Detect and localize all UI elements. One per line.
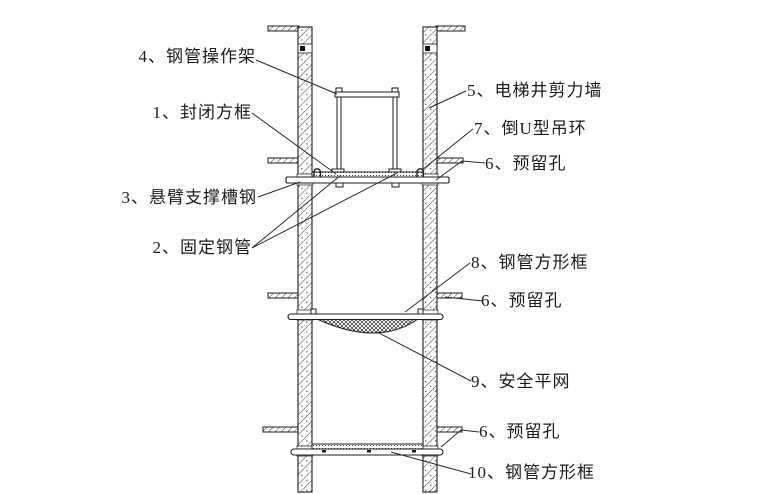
slab-mid-left [267,157,300,164]
frame-top-pipe [334,91,400,98]
leader-operation-frame [255,59,338,95]
slab-bottom-left [262,426,300,433]
label-reserved-hole-3: 6、预留孔 [479,422,561,441]
cantilever-channel-steel [285,176,450,184]
label-reserved-hole-2: 6、预留孔 [481,291,563,310]
safety-net-assembly [287,308,444,334]
lifting-rings [313,168,425,177]
left-shear-wall [297,26,313,493]
slab-mid-right [435,157,464,164]
floor-slabs [262,25,466,433]
bar-coupler [412,450,416,453]
leader-lines [251,59,486,475]
frame-cap-right [391,87,399,93]
leader-channel-steel [257,181,301,198]
leader-net-frame [404,262,471,313]
leader-reserved-hole-1 [435,160,486,181]
leader-closed-frame [251,112,337,175]
safety-flat-net [316,318,420,334]
pipe-foot [335,182,344,188]
closed-frame-deck [311,171,424,178]
slab-top-left [267,25,300,32]
net-hook-left [310,308,317,315]
leader-reserved-hole-3 [440,429,480,448]
leader-shear-wall [428,90,467,109]
leader-reserved-hole-2 [444,296,484,302]
leader-bottom-frame [390,451,472,475]
inverted-u-ring-left [313,168,322,177]
slab-top-right [435,25,466,32]
label-reserved-hole-1: 6、预留孔 [485,154,567,173]
bar-coupler [322,450,326,453]
frame-cap-left [335,87,343,93]
label-inverted-u-lifting-ring: 7、倒U型吊环 [474,119,587,138]
leader-safety-net [376,331,472,382]
leader-fixing-pipes [251,172,398,249]
label-fixing-steel-pipe: 2、固定钢管 [152,238,252,257]
label-closed-square-frame: 1、封闭方框 [152,103,252,122]
pipe-foot [391,182,400,188]
label-bottom-steel-pipe-square-frame: 10、钢管方形框 [468,463,595,482]
label-steel-pipe-square-frame: 8、钢管方形框 [471,253,589,272]
slab-bottom-right [435,426,463,433]
net-hook-right [417,308,424,315]
right-shear-wall [422,26,438,493]
slab-net-left [267,292,300,299]
leader-lifting-ring [421,128,474,171]
label-steel-pipe-operation-frame: 4、钢管操作架 [138,47,256,66]
bottom-frame-assembly [290,443,444,456]
construction-joints [297,43,438,54]
bar-coupler [367,450,371,453]
label-cantilever-support-channel: 3、悬臂支撑槽钢 [121,188,257,207]
inverted-u-ring-right [416,168,425,177]
net-square-pipe-frame [287,313,444,321]
label-elevator-shaft-shear-wall: 5、电梯井剪力墙 [467,81,603,100]
label-safety-flat-net: 9、安全平网 [471,372,571,391]
bottom-deck [311,443,424,450]
